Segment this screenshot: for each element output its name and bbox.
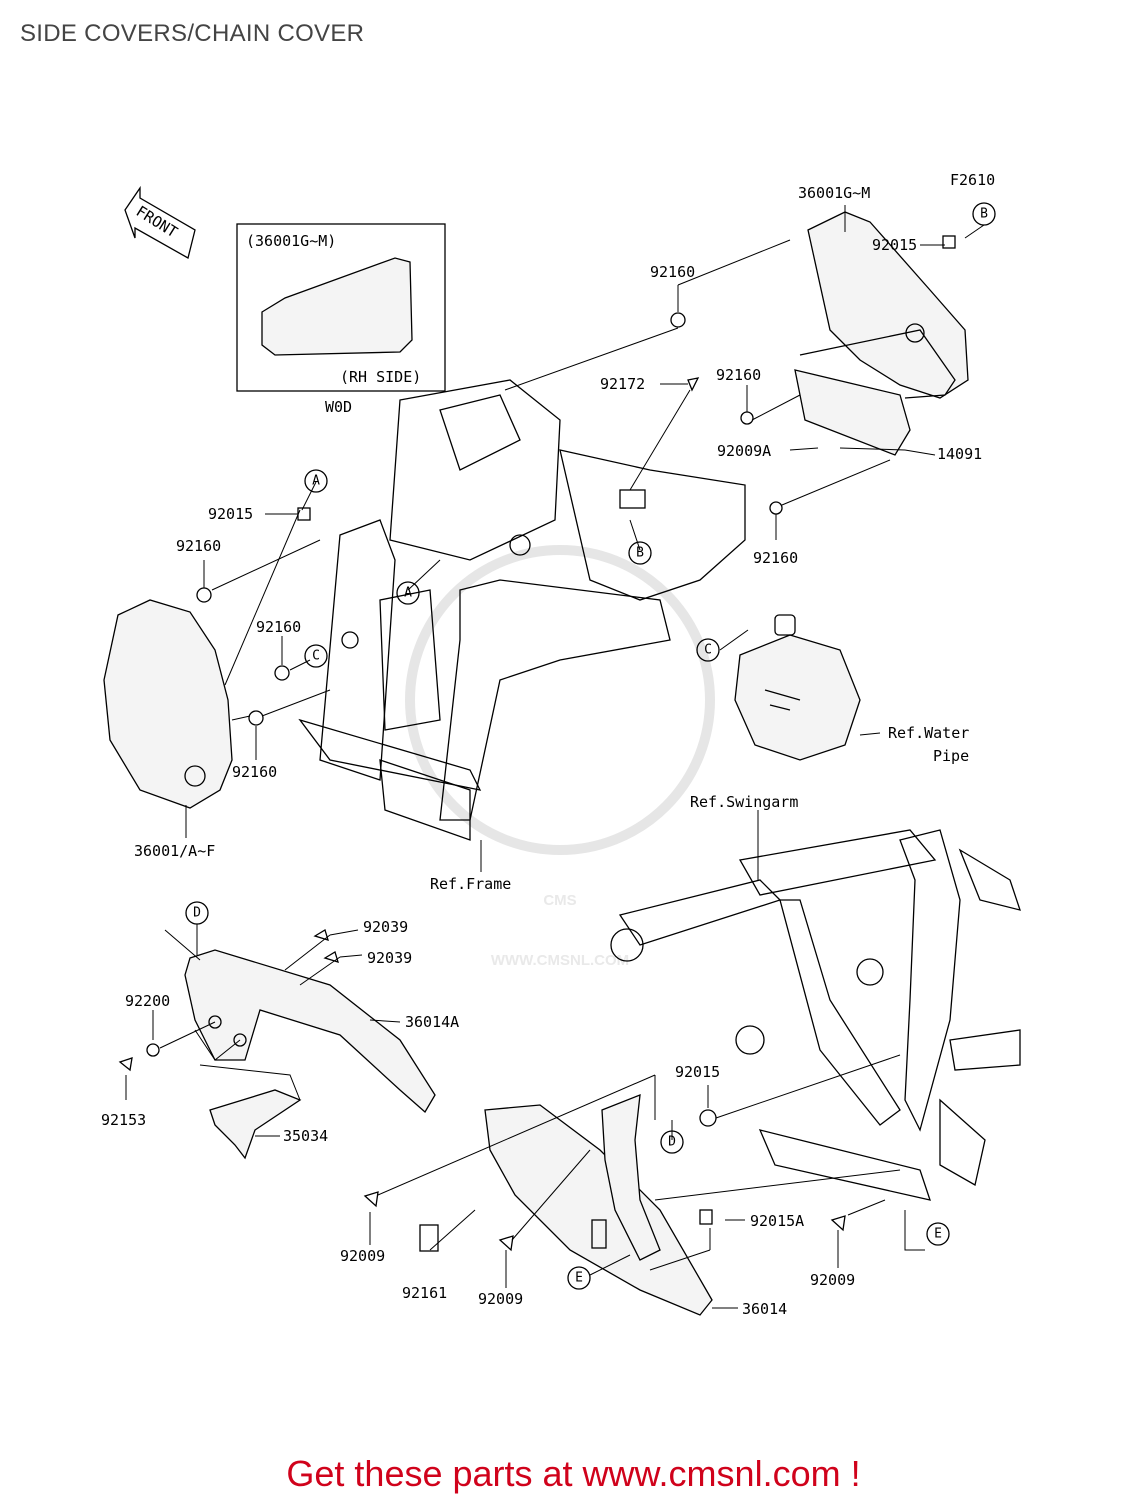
part-92009-c: 92009: [810, 1271, 855, 1289]
chain-cover-upper: [184, 949, 436, 1114]
part-92160-a: 92160: [650, 263, 695, 281]
watermark: CMS WWW.CMSNL.COM: [405, 545, 715, 969]
part-92009-a: 92009: [340, 1247, 385, 1265]
watermark-site: WWW.CMSNL.COM: [491, 952, 629, 969]
circled-markers: B A A B C C D D E E: [185, 202, 996, 1290]
marker-b-1: B: [980, 207, 988, 222]
leader-lines: [125, 205, 985, 1309]
swingarm: [610, 829, 1021, 1201]
part-92039-a: 92039: [363, 918, 408, 936]
part-92200: 92200: [125, 992, 170, 1010]
part-92172: 92172: [600, 375, 645, 393]
part-36014a: 36014A: [405, 1013, 459, 1031]
marker-c-2: C: [704, 643, 712, 658]
part-14091: 14091: [937, 445, 982, 463]
water-pump-cover: [734, 614, 861, 761]
ref-water-pipe-1: Ref.Water: [888, 724, 969, 742]
part-36001af: 36001/A~F: [134, 842, 215, 860]
part-35034: 35034: [283, 1127, 328, 1145]
lh-side-cover: [103, 599, 233, 809]
part-92015-mid: 92015: [675, 1063, 720, 1081]
ref-water-pipe-2: Pipe: [933, 747, 969, 765]
ref-frame: Ref.Frame: [430, 875, 511, 893]
part-92160-d: 92160: [176, 537, 221, 555]
part-92015a: 92015A: [750, 1212, 804, 1230]
part-92009a: 92009A: [717, 442, 771, 460]
part-92015-left: 92015: [208, 505, 253, 523]
ref-swingarm: Ref.Swingarm: [690, 793, 798, 811]
part-92161: 92161: [402, 1284, 447, 1302]
part-92160-f: 92160: [232, 763, 277, 781]
part-36014: 36014: [742, 1300, 787, 1318]
figure-code: F2610: [950, 171, 995, 189]
marker-a-2: A: [404, 586, 412, 601]
inset-heading: (36001G~M): [246, 232, 336, 250]
marker-e-2: E: [575, 1271, 583, 1286]
inset-note: W0D: [325, 398, 352, 416]
reference-labels: Ref.Water Pipe Ref.Swingarm Ref.Frame: [430, 724, 969, 893]
marker-b-2: B: [636, 546, 644, 561]
part-36001gm: 36001G~M: [798, 184, 870, 202]
rh-side-cover: [799, 211, 969, 399]
inset-box: (36001G~M) (RH SIDE) W0D: [236, 223, 446, 416]
part-92160-e: 92160: [256, 618, 301, 636]
part-92153: 92153: [101, 1111, 146, 1129]
marker-d-1: D: [193, 906, 201, 921]
watermark-brand: CMS: [543, 892, 576, 909]
front-arrow-icon: FRONT: [124, 185, 196, 259]
part-92009-b: 92009: [478, 1290, 523, 1308]
part-number-labels: 36001G~M 92015 92160 92172 92160 92009A …: [101, 184, 982, 1318]
frame: [298, 379, 746, 841]
part-92160-b: 92160: [716, 366, 761, 384]
bracket-35034: [209, 1089, 302, 1160]
page-title: SIDE COVERS/CHAIN COVER: [20, 20, 365, 47]
marker-a-1: A: [312, 474, 320, 489]
inset-side: (RH SIDE): [340, 368, 421, 386]
chain-cover-lower: [484, 1093, 713, 1316]
part-92015-top: 92015: [872, 236, 917, 254]
marker-c-1: C: [312, 649, 320, 664]
marker-e-1: E: [934, 1227, 942, 1242]
bracket-14091: [794, 369, 911, 456]
part-92160-c: 92160: [753, 549, 798, 567]
footer-link[interactable]: Get these parts at www.cmsnl.com !: [286, 1453, 861, 1494]
part-92039-b: 92039: [367, 949, 412, 967]
marker-d-2: D: [668, 1135, 676, 1150]
